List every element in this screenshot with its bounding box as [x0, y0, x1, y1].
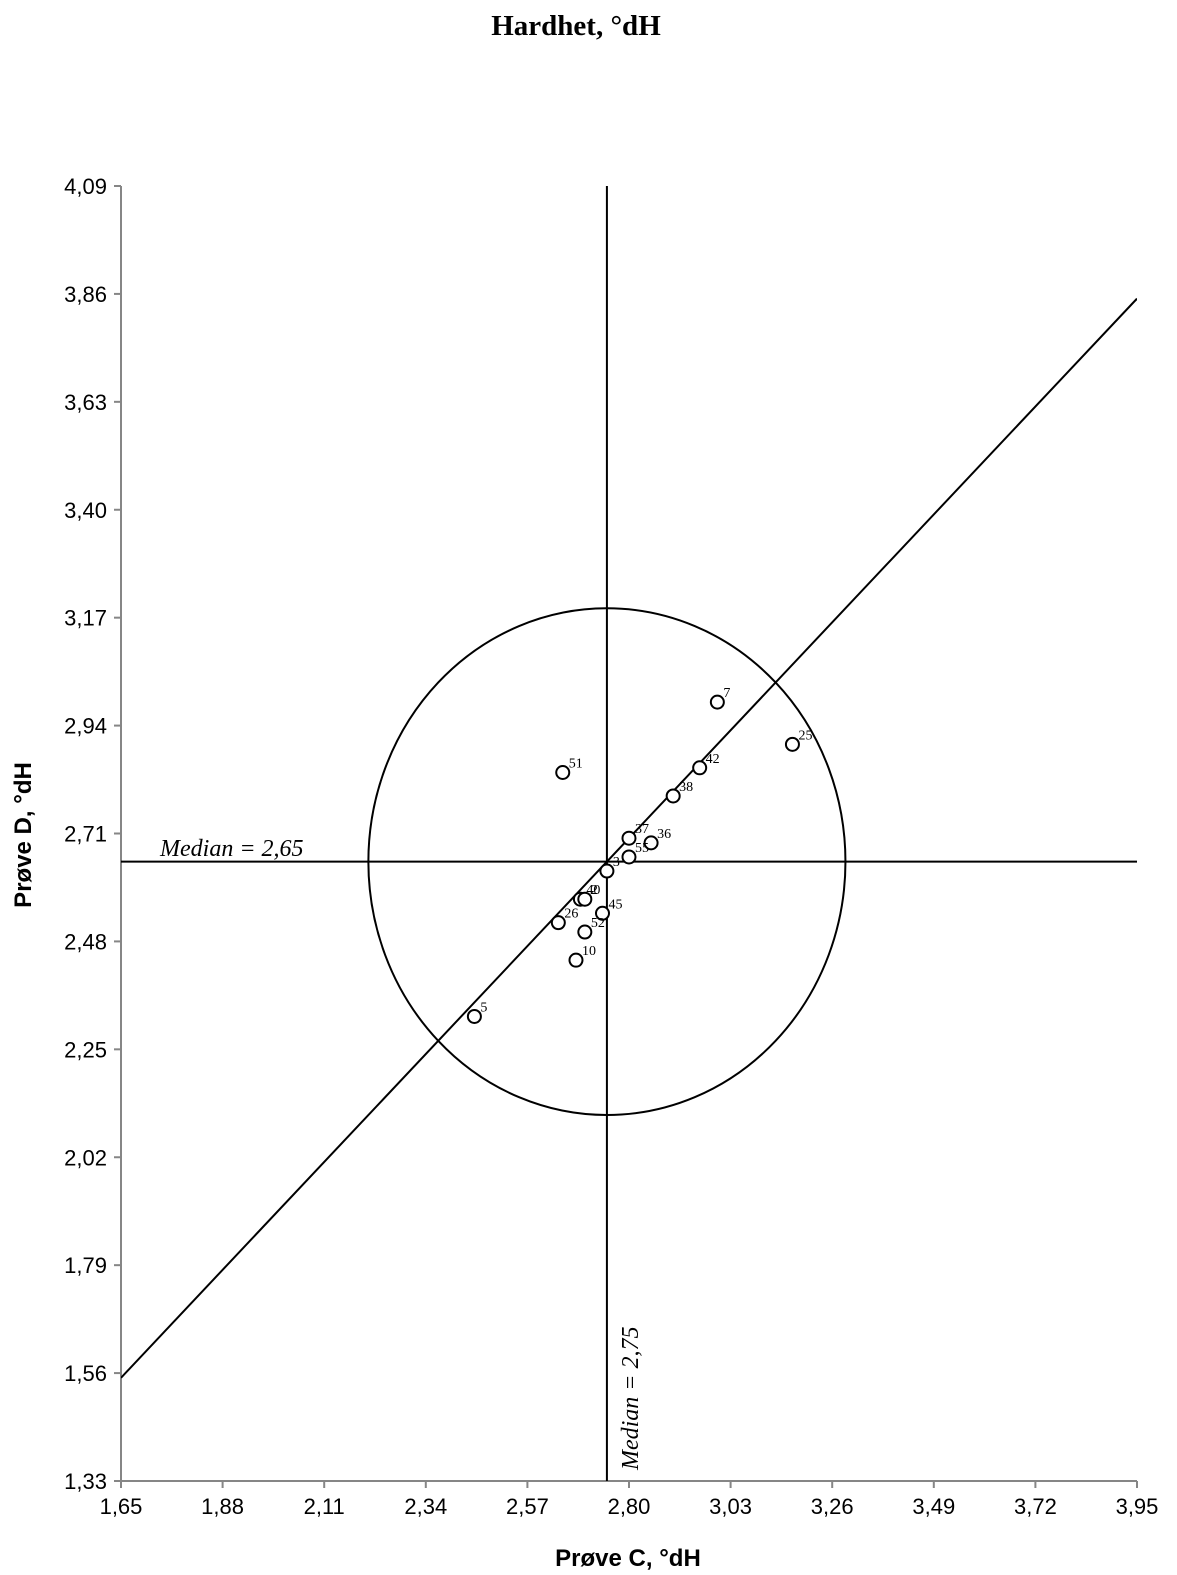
data-point-label: 40: [586, 883, 600, 898]
data-point-label: 2: [591, 883, 598, 898]
point-labels: 7 25 51 42 38 37 36 55 3 402 45 26 52 10 5: [480, 686, 812, 1015]
data-point-label: 55: [635, 841, 649, 856]
y-tick-label: 3,17: [64, 606, 107, 631]
x-tick-label: 1,88: [201, 1494, 244, 1519]
x-tick-label: 3,72: [1014, 1494, 1057, 1519]
y-tick-label: 4,09: [64, 174, 107, 199]
data-point-label: 38: [679, 780, 693, 795]
x-tick-labels: 1,65 1,88 2,11 2,34 2,57 2,80 3,03 3,26 3,49 3,72…: [100, 1494, 1159, 1519]
y-tick-label: 2,71: [64, 822, 107, 847]
y-tick-label: 3,86: [64, 282, 107, 307]
median-x-label: Median = 2,75: [618, 1326, 644, 1471]
x-tick-label: 3,26: [811, 1494, 854, 1519]
data-point-label: 52: [591, 916, 605, 931]
data-points: [466, 694, 800, 1024]
x-tick-label: 3,49: [912, 1494, 955, 1519]
x-tick-label: 3,95: [1116, 1494, 1159, 1519]
data-point: [568, 952, 584, 968]
data-point: [621, 849, 637, 865]
data-point: [555, 765, 571, 781]
data-point-label: 5: [480, 1000, 487, 1015]
data-point-label: 45: [608, 897, 622, 912]
y-tick-label: 1,33: [64, 1469, 107, 1494]
data-point-label: 10: [582, 944, 596, 959]
data-point-label: 37: [635, 822, 649, 837]
data-point: [784, 736, 800, 752]
y-tick-label: 3,40: [64, 498, 107, 523]
x-tick-label: 2,80: [608, 1494, 651, 1519]
tolerance-circle: [367, 607, 847, 1117]
y-axis-title: Prøve D, °dH: [10, 762, 37, 908]
data-point: [692, 760, 708, 776]
x-axis-title: Prøve C, °dH: [555, 1545, 701, 1572]
data-point: [665, 788, 681, 804]
data-point-label: 26: [564, 907, 578, 922]
chart-title: Hardhet, °dH: [491, 10, 661, 42]
data-point-label: 51: [569, 757, 583, 772]
x-tick-label: 2,11: [304, 1494, 345, 1519]
data-point: [577, 924, 593, 940]
data-point: [594, 905, 610, 921]
data-point-label: 7: [723, 686, 730, 701]
data-point-label: 42: [706, 752, 720, 767]
x-tick-label: 2,34: [404, 1494, 447, 1519]
median-y-label: Median = 2,65: [159, 836, 304, 862]
x-tick-label: 2,57: [506, 1494, 549, 1519]
data-point: [550, 915, 566, 931]
data-point: [709, 694, 725, 710]
y-tick-label: 1,56: [64, 1361, 107, 1386]
data-point: [621, 830, 637, 846]
data-point: [643, 835, 659, 851]
data-point: [466, 1008, 482, 1024]
data-point-label: 36: [657, 827, 671, 842]
y-tick-label: 1,79: [64, 1253, 107, 1278]
x-tick-label: 1,65: [100, 1494, 143, 1519]
axes: [114, 185, 1138, 1488]
data-point-label: 3: [613, 855, 620, 870]
data-point-label: 25: [798, 728, 812, 743]
data-point: [577, 891, 593, 907]
y-tick-label: 2,94: [64, 714, 107, 739]
y-tick-label: 3,63: [64, 390, 107, 415]
y-tick-label: 2,25: [64, 1037, 107, 1062]
x-tick-label: 3,03: [709, 1494, 752, 1519]
y-tick-labels: 1,33 1,56 1,79 2,02 2,25 2,48 2,71 2,94 3,17 3,40…: [64, 174, 107, 1494]
data-point: [599, 863, 615, 879]
y-tick-label: 2,02: [64, 1145, 107, 1170]
y-tick-label: 2,48: [64, 929, 107, 954]
